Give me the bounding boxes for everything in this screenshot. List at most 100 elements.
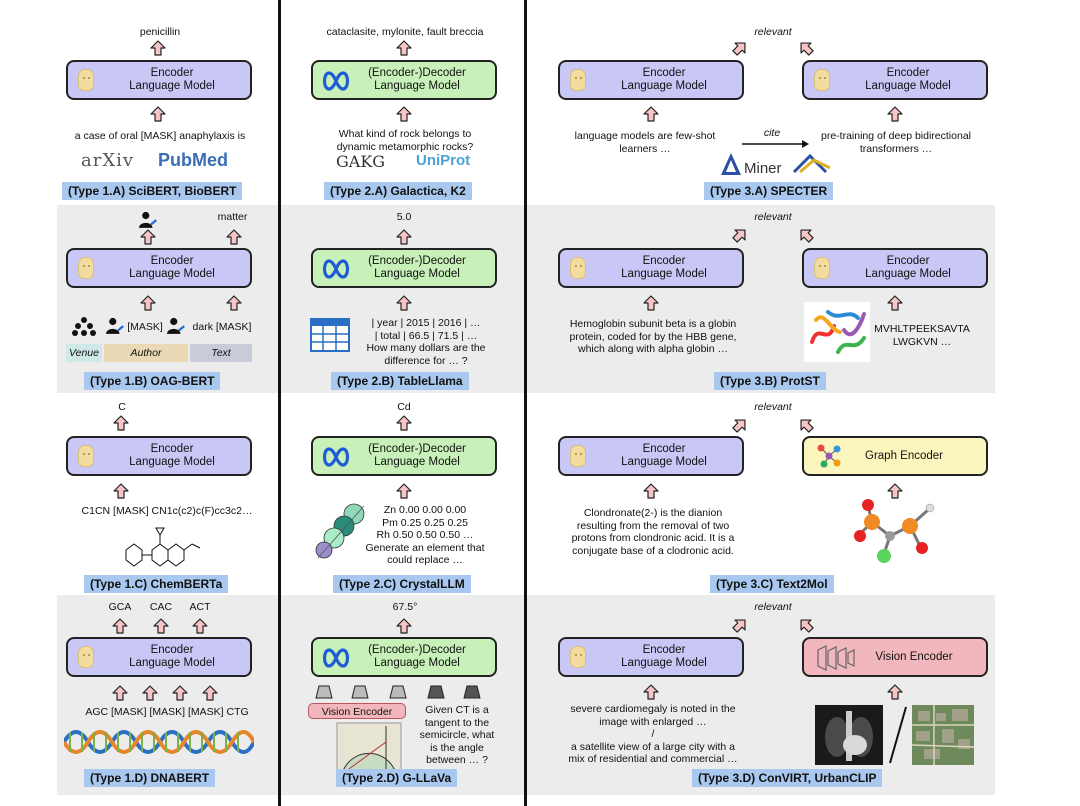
arrow-up-icon	[643, 684, 659, 700]
box-label: Encoder Language Model	[621, 644, 707, 669]
llama-avatar-icon	[570, 445, 586, 467]
decoder-box: (Encoder-)Decoder Language Model	[311, 436, 497, 476]
cite-label: cite	[763, 127, 781, 139]
llama-logo-icon	[321, 646, 351, 670]
venue-chip: Venue	[66, 344, 102, 362]
input-text: Hemoglobin subunit beta is a globin prot…	[569, 318, 737, 355]
encoder-box: Encoder Language Model	[66, 248, 252, 288]
input-text: Zn 0.00 0.00 0.00 Pm 0.25 0.25 0.25 Rh 0…	[365, 504, 485, 566]
arrow-diagonal-icon	[732, 227, 748, 243]
box-label: Encoder Language Model	[865, 255, 951, 280]
box-label: Encoder Language Model	[865, 67, 951, 92]
type-tag: (Type 3.A) SPECTER	[704, 182, 834, 200]
arrow-up-icon	[192, 618, 208, 634]
llama-avatar-icon	[814, 257, 830, 279]
molecule-structure-icon	[125, 527, 201, 567]
vision-encoder-label: Vision Encoder	[308, 703, 406, 719]
type-tag: (Type 2.A) Galactica, K2	[324, 182, 472, 200]
llama-logo-icon	[321, 445, 351, 469]
dna-icon	[64, 730, 254, 754]
gakg-logo: GAKG	[336, 152, 386, 171]
output-label: GCA	[108, 601, 132, 613]
llama-logo-icon	[321, 69, 351, 93]
box-label: Encoder Language Model	[129, 644, 215, 669]
slash-icon	[889, 706, 907, 764]
token-trapezoids-icon	[315, 685, 481, 699]
input-text: [MASK]	[127, 321, 163, 333]
llama-avatar-icon	[570, 69, 586, 91]
arrow-up-icon	[172, 685, 188, 701]
box-label: (Encoder-)Decoder Language Model	[368, 443, 466, 468]
box-label: Encoder Language Model	[129, 255, 215, 280]
xray-icon	[815, 705, 883, 765]
llama-avatar-icon	[570, 257, 586, 279]
person-icon	[106, 317, 124, 335]
input-text: C1CN [MASK] CN1c(c2)c(F)cc3c2…	[81, 505, 253, 517]
author-chip: Author	[104, 344, 188, 362]
text-chip: Text	[190, 344, 252, 362]
type-tag: (Type 2.D) G-LLaVa	[336, 769, 458, 787]
arrow-up-icon	[150, 40, 166, 56]
decoder-box: (Encoder-)Decoder Language Model	[311, 60, 497, 100]
layers-icon	[817, 645, 855, 671]
input-text: language models are few-shot learners …	[574, 130, 716, 155]
group-icon	[72, 317, 96, 336]
llama-avatar-icon	[78, 646, 94, 668]
encoder-box: Encoder Language Model	[558, 248, 744, 288]
output-label: Cd	[397, 401, 411, 413]
input-text: pre-training of deep bidirectional trans…	[820, 130, 971, 155]
graph-icon	[817, 444, 841, 468]
encoder-box: Encoder Language Model	[802, 248, 988, 288]
arrow-up-icon	[887, 684, 903, 700]
encoder-box: Encoder Language Model	[66, 637, 252, 677]
arrow-diagonal-icon	[732, 40, 748, 56]
box-label: Encoder Language Model	[129, 443, 215, 468]
aminer-logo: Miner	[744, 160, 782, 177]
table-icon	[310, 318, 350, 352]
book-logo-icon	[792, 153, 831, 174]
box-label: Encoder Language Model	[621, 255, 707, 280]
llama-logo-icon	[321, 257, 351, 281]
arrow-diagonal-icon	[798, 40, 814, 56]
box-label: (Encoder-)Decoder Language Model	[368, 67, 466, 92]
pubmed-logo: PubMed	[158, 150, 228, 170]
llama-avatar-icon	[78, 445, 94, 467]
arrow-up-icon	[112, 685, 128, 701]
arrow-up-icon	[643, 106, 659, 122]
arrow-up-icon	[202, 685, 218, 701]
type-tag: (Type 3.B) ProtST	[714, 372, 826, 390]
arrow-up-icon	[396, 40, 412, 56]
input-text: AGC [MASK] [MASK] [MASK] CTG	[85, 706, 249, 718]
input-text: What kind of rock belongs to dynamic met…	[336, 128, 474, 153]
protein-icon	[804, 302, 870, 362]
type-tag: (Type 1.B) OAG-BERT	[84, 372, 221, 390]
box-label: (Encoder-)Decoder Language Model	[368, 644, 466, 669]
arrow-diagonal-icon	[798, 417, 814, 433]
uniprot-logo: UniProt	[416, 152, 471, 169]
arrow-diagonal-icon	[732, 617, 748, 633]
box-label: Encoder Language Model	[621, 67, 707, 92]
llama-avatar-icon	[78, 69, 94, 91]
type-tag: (Type 3.D) ConVIRT, UrbanCLIP	[692, 769, 883, 787]
arrow-up-icon	[643, 483, 659, 499]
type-tag: (Type 1.C) ChemBERTa	[84, 575, 229, 593]
output-label: penicillin	[139, 26, 181, 38]
input-text: Given CT is a tangent to the semicircle,…	[419, 704, 495, 766]
satellite-icon	[912, 705, 974, 765]
type-tag: (Type 1.A) SciBERT, BioBERT	[62, 182, 243, 200]
aminer-logo-icon	[721, 153, 741, 175]
relevant-label: relevant	[754, 401, 792, 413]
arrow-up-icon	[140, 295, 156, 311]
input-text: severe cardiomegaly is noted in the imag…	[568, 703, 738, 765]
input-text: MVHLTPEEKSAVTA LWGKVN …	[874, 323, 970, 348]
type-tag: (Type 3.C) Text2Mol	[710, 575, 834, 593]
llama-avatar-icon	[78, 257, 94, 279]
arrow-up-icon	[142, 685, 158, 701]
vision-encoder-box: Vision Encoder	[802, 637, 988, 677]
box-label: Vision Encoder	[875, 650, 953, 663]
encoder-box: Encoder Language Model	[66, 436, 252, 476]
encoder-box: Encoder Language Model	[802, 60, 988, 100]
arrow-up-icon	[226, 295, 242, 311]
arrow-diagonal-icon	[798, 617, 814, 633]
output-label: cataclasite, mylonite, fault breccia	[326, 26, 484, 38]
